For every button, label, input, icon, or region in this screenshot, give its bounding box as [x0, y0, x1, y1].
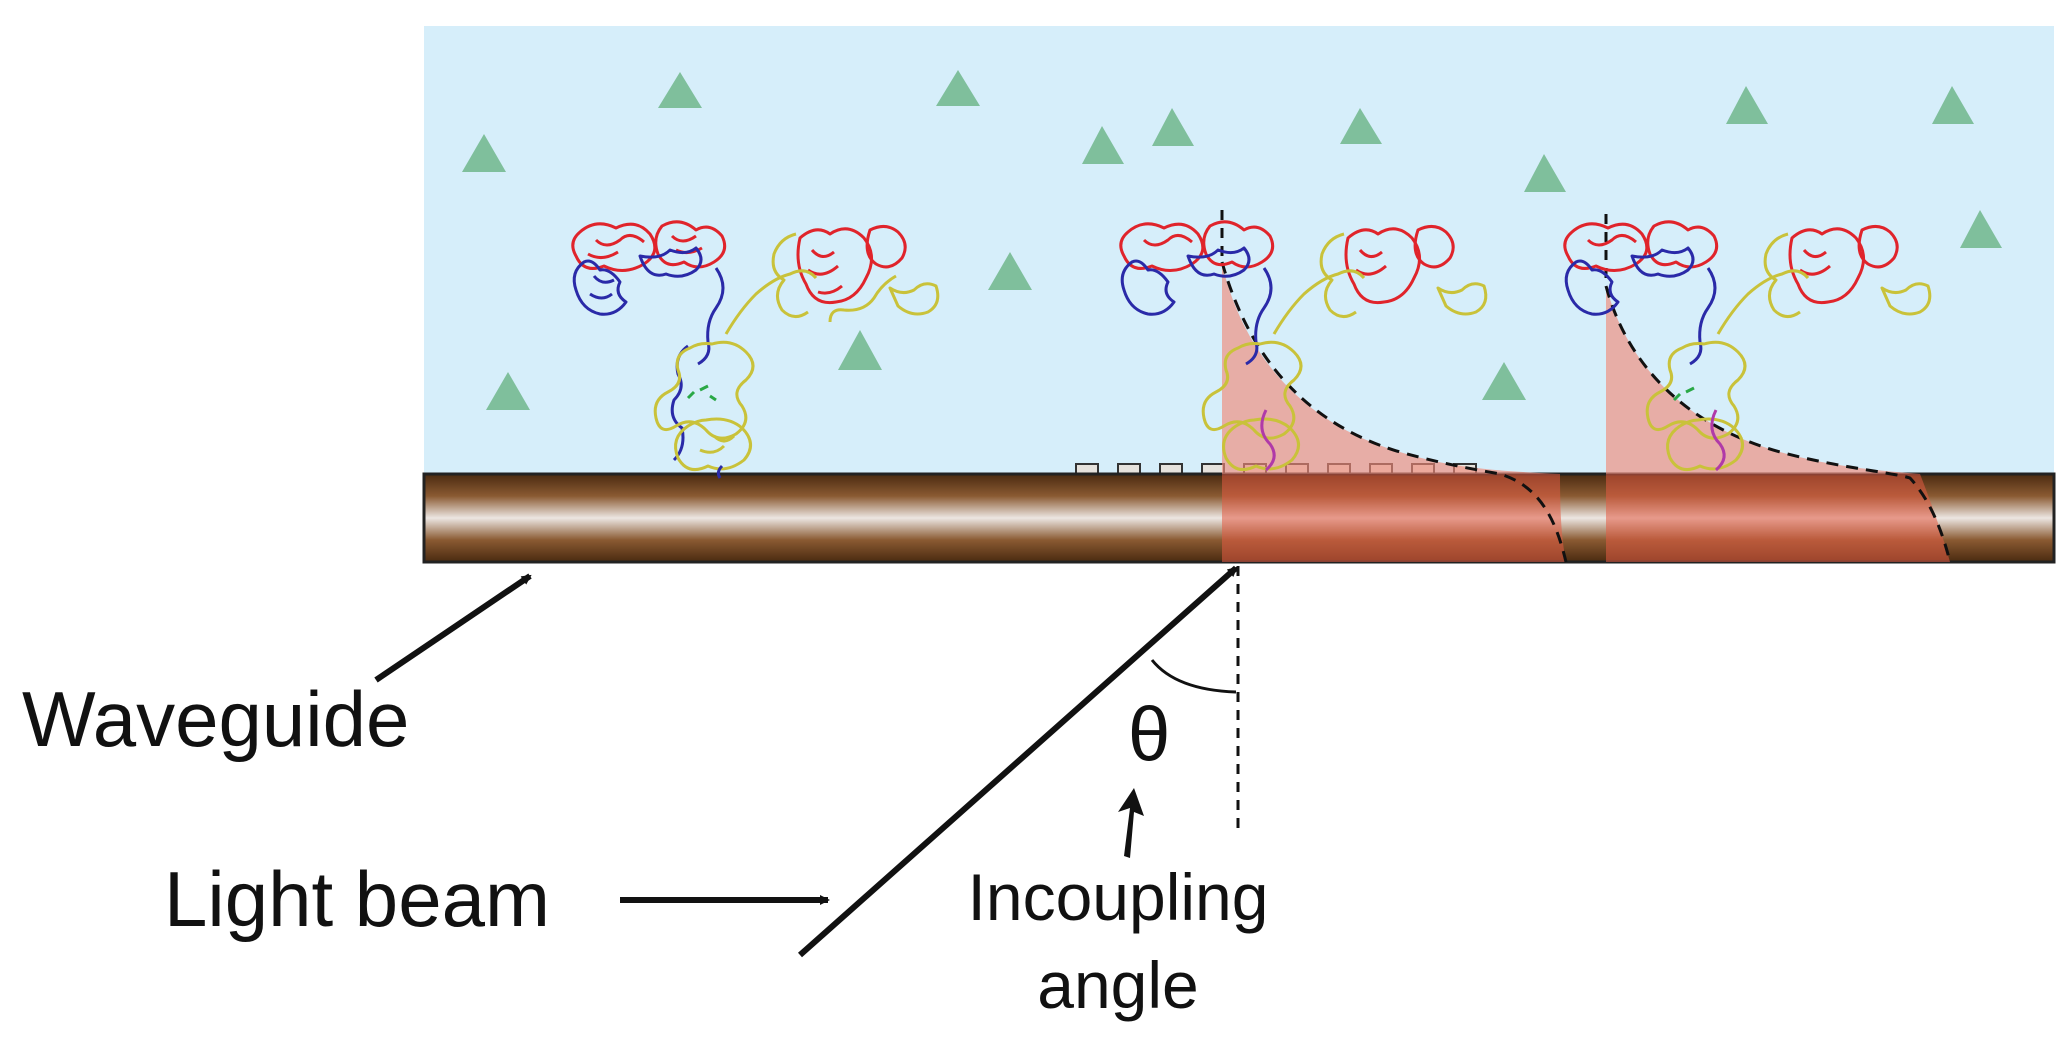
light-beam-label: Light beam [164, 855, 550, 943]
analyte-triangle-icon [1932, 86, 1974, 124]
theta-symbol: θ [1128, 692, 1170, 777]
evanescent-field-1 [1220, 210, 1568, 563]
waveguide-label: Waveguide [22, 675, 409, 763]
analyte-molecules [462, 70, 2002, 410]
angle-arc [1150, 659, 1237, 694]
analyte-triangle-icon [1524, 154, 1566, 192]
light-beam-ray [798, 565, 1238, 958]
angle-pointer-arrow [1118, 788, 1144, 858]
analyte-triangle-icon [658, 72, 702, 108]
antibody-icon [1563, 220, 1932, 472]
analyte-triangle-icon [988, 252, 1032, 290]
waveguide-pointer-arrow [374, 573, 532, 683]
analyte-triangle-icon [1726, 86, 1768, 124]
antibody-icon [1119, 220, 1488, 472]
analyte-triangle-icon [486, 372, 530, 410]
analyte-triangle-icon [1340, 108, 1382, 144]
analyte-triangle-icon [1082, 126, 1124, 164]
analyte-triangle-icon [936, 70, 980, 106]
analyte-triangle-icon [462, 134, 506, 172]
incoupling-label-line1: Incoupling [968, 860, 1269, 934]
analyte-triangle-icon [1152, 108, 1194, 146]
antibody-icon [571, 220, 940, 479]
analyte-triangle-icon [1960, 210, 2002, 248]
analyte-triangle-icon [1482, 362, 1526, 400]
analyte-triangle-icon [838, 330, 882, 370]
incoupling-label-line2: angle [1037, 948, 1199, 1022]
